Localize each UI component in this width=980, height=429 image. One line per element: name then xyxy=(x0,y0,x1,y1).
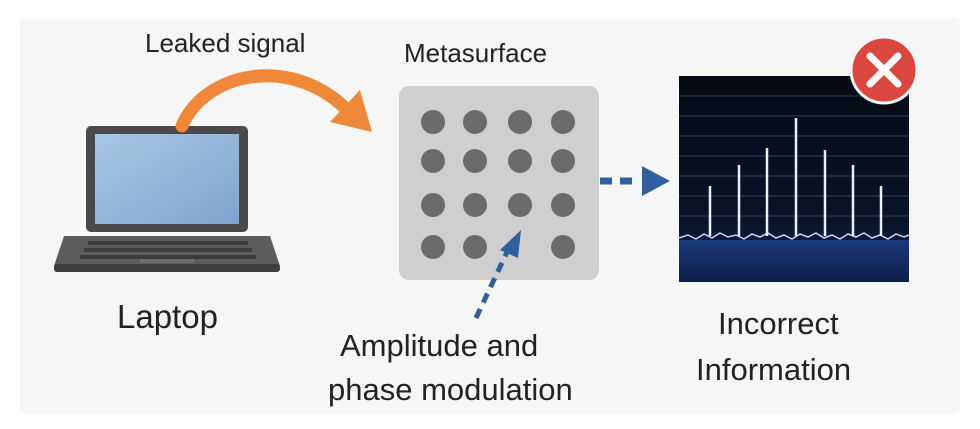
incorrect-info-label-line1: Incorrect xyxy=(718,306,839,341)
spectrum-display-icon xyxy=(678,76,910,282)
leaked-signal-label: Leaked signal xyxy=(145,28,306,58)
metasurface-label: Metasurface xyxy=(404,38,548,68)
modulation-label-line2: phase modulation xyxy=(328,372,573,407)
laptop-label: Laptop xyxy=(117,298,218,335)
metasurface-icon xyxy=(399,86,599,280)
close-icon xyxy=(849,35,919,105)
modulation-arrow xyxy=(473,230,521,320)
leaked-signal-arrow xyxy=(175,69,372,133)
output-arrow xyxy=(600,166,670,196)
incorrect-info-label-line2: Information xyxy=(696,352,852,387)
modulation-label-line1: Amplitude and xyxy=(340,328,539,363)
laptop-icon xyxy=(54,126,280,272)
